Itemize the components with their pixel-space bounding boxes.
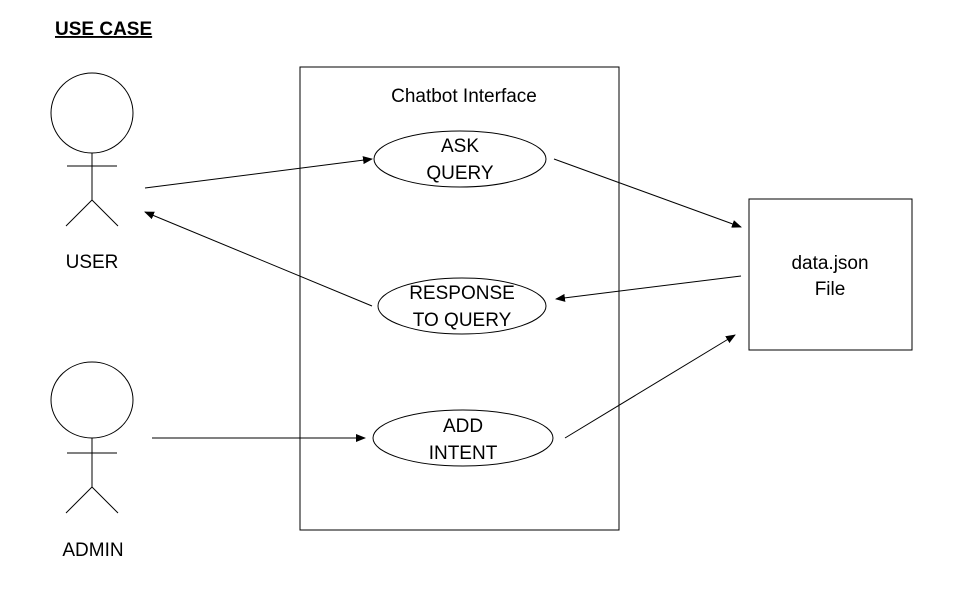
use-case-ask-query-ellipse <box>373 130 547 188</box>
actor-user-left-leg <box>65 199 93 227</box>
use-case-response-to-query: RESPONSE TO QUERY <box>377 277 547 335</box>
use-case-ask-query: ASK QUERY <box>373 130 547 188</box>
actor-admin-right-leg <box>91 486 119 514</box>
arrow-user-to-ask-query <box>144 156 373 189</box>
arrow-data-store-to-response <box>555 275 742 302</box>
use-case-add-intent: ADD INTENT <box>372 409 554 467</box>
actor-user-right-leg <box>91 199 119 227</box>
actor-user: USER <box>50 72 134 273</box>
arrow-ask-query-to-data-store <box>553 158 742 228</box>
use-case-response-to-query-line-1: RESPONSE <box>409 283 515 304</box>
system-boundary: Chatbot Interface <box>299 66 620 531</box>
use-case-ask-query-line-2: QUERY <box>426 163 494 184</box>
actor-admin-label: ADMIN <box>62 540 123 561</box>
data-store: data.json File <box>748 198 913 351</box>
actor-user-head <box>50 72 134 154</box>
actor-admin-left-leg <box>65 486 93 514</box>
use-case-ask-query-line-1: ASK <box>441 136 479 157</box>
use-case-response-to-query-ellipse <box>377 277 547 335</box>
use-case-add-intent-ellipse <box>372 409 554 467</box>
use-case-response-to-query-line-2: TO QUERY <box>413 310 512 331</box>
diagram-title: USE CASE <box>55 19 152 40</box>
use-case-add-intent-line-2: INTENT <box>429 443 498 464</box>
arrow-add-intent-to-data-store <box>564 334 736 439</box>
actor-user-label: USER <box>66 252 119 273</box>
actor-admin-head <box>50 361 134 439</box>
data-store-box <box>748 198 913 351</box>
arrow-response-to-user <box>144 211 373 307</box>
actor-admin: ADMIN <box>50 361 134 561</box>
data-store-line-2: File <box>815 279 846 300</box>
use-case-add-intent-line-1: ADD <box>443 416 483 437</box>
data-store-line-1: data.json <box>791 253 868 274</box>
system-label: Chatbot Interface <box>391 86 537 107</box>
system-boundary-box <box>299 66 620 531</box>
